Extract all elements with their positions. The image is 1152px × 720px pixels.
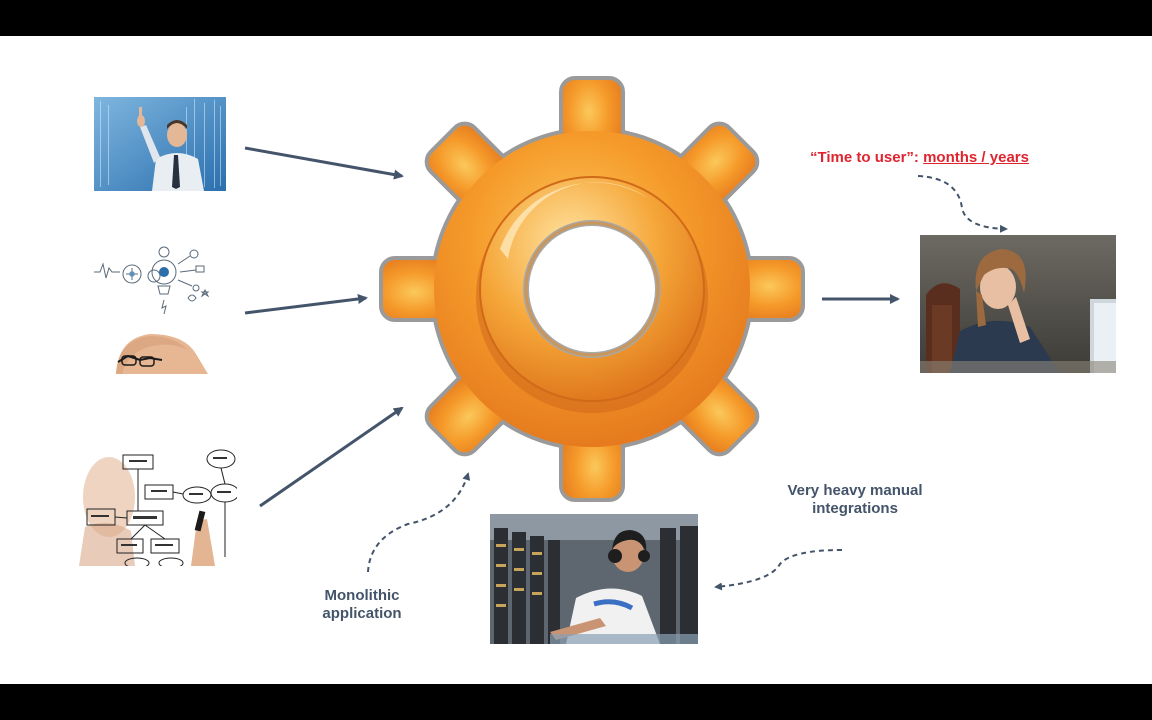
dashed-arrow-time-to-user xyxy=(917,175,1008,233)
arrow-thinker-to-gear xyxy=(244,294,368,315)
thinking-man-photo xyxy=(92,246,216,374)
monolithic-line1: Monolithic xyxy=(324,587,400,604)
manual-line1: Very heavy manual xyxy=(787,482,923,499)
technician-server-room-photo xyxy=(490,514,698,644)
dashed-arrow-manual-integrations xyxy=(714,549,843,591)
gear-icon xyxy=(379,76,805,502)
arrow-flowchart-to-gear xyxy=(259,406,404,508)
time-to-user-value: months / years xyxy=(923,149,1029,166)
flowchart-drawing-photo xyxy=(79,447,237,566)
manual-line2: integrations xyxy=(812,500,898,517)
manual-integrations-caption: Very heavy manual integrations xyxy=(770,482,940,518)
monolithic-application-caption: Monolithic application xyxy=(302,587,422,623)
dashed-arrow-monolithic xyxy=(367,472,471,573)
arrow-businessman-to-gear xyxy=(244,146,404,180)
tired-woman-photo xyxy=(920,235,1116,373)
slide: “Time to user”: months / years Monolithi… xyxy=(0,36,1152,684)
businessman-touchscreen-photo xyxy=(94,97,226,191)
time-to-user-label: “Time to user”: xyxy=(810,149,924,166)
time-to-user-annotation: “Time to user”: months / years xyxy=(810,149,1029,166)
monolithic-line2: application xyxy=(322,605,402,622)
flow-arrows xyxy=(244,146,1008,591)
